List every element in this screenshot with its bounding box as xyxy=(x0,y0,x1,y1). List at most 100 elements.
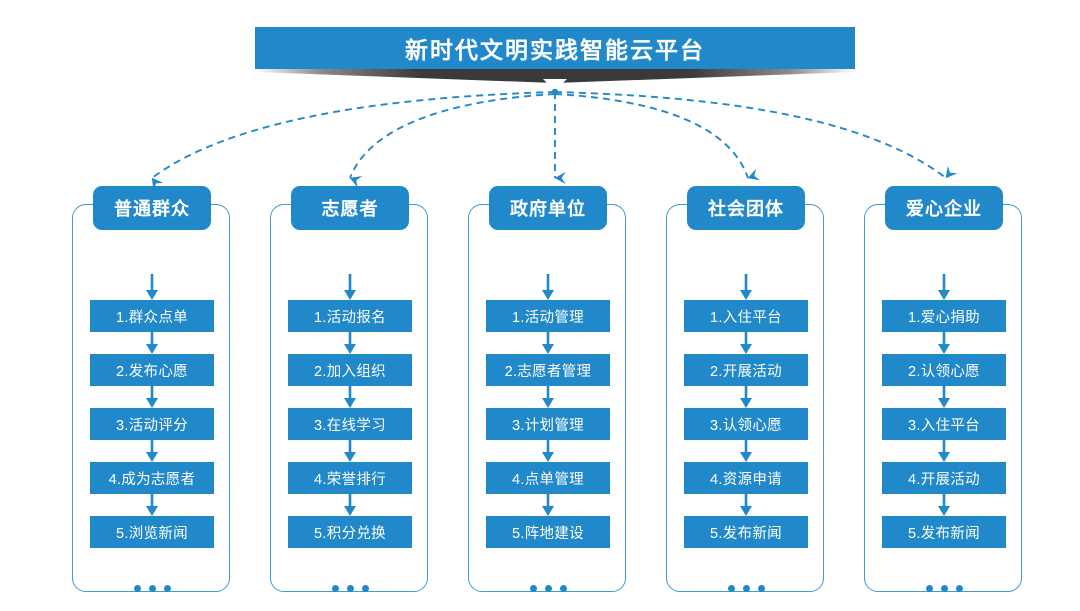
item-label: 4.荣誉排行 xyxy=(314,471,386,488)
connector-to-column-2 xyxy=(349,93,556,188)
item-label: 2.志愿者管理 xyxy=(504,363,592,380)
platform-title-banner: 新时代文明实践智能云平台 xyxy=(255,27,855,91)
list-item[interactable]: 1.群众点单 xyxy=(90,300,214,332)
more-items-indicator xyxy=(684,568,808,608)
arrow-down-icon xyxy=(146,494,158,516)
arrow-down-icon xyxy=(938,332,950,354)
list-item[interactable]: 5.浏览新闻 xyxy=(90,516,214,548)
item-label: 1.活动报名 xyxy=(314,309,386,326)
column-header-label: 爱心企业 xyxy=(906,199,982,219)
list-item[interactable]: 1.入住平台 xyxy=(684,300,808,332)
column-header-2[interactable]: 政府单位 xyxy=(489,186,607,230)
item-label: 2.加入组织 xyxy=(314,363,386,380)
list-item[interactable]: 3.活动评分 xyxy=(90,408,214,440)
arrow-down-icon xyxy=(146,386,158,408)
column-header-1[interactable]: 志愿者 xyxy=(291,186,409,230)
arrow-down-icon xyxy=(938,494,950,516)
list-item[interactable]: 3.认领心愿 xyxy=(684,408,808,440)
list-item[interactable]: 1.活动管理 xyxy=(486,300,610,332)
column-header-0[interactable]: 普通群众 xyxy=(93,186,211,230)
item-label: 3.入住平台 xyxy=(908,417,980,434)
list-item[interactable]: 3.入住平台 xyxy=(882,408,1006,440)
arrow-down-icon xyxy=(146,274,158,300)
list-item[interactable]: 2.加入组织 xyxy=(288,354,412,386)
role-column-志愿者: 志愿者 1.活动报名 2.加入组织 xyxy=(270,186,430,594)
arrow-down-icon xyxy=(542,494,554,516)
arrow-down-icon xyxy=(740,494,752,516)
dot xyxy=(361,584,369,592)
item-label: 5.阵地建设 xyxy=(512,525,584,542)
arrow-down-icon xyxy=(740,440,752,462)
list-item[interactable]: 1.活动报名 xyxy=(288,300,412,332)
list-item[interactable]: 4.开展活动 xyxy=(882,462,1006,494)
list-item[interactable]: 5.发布新闻 xyxy=(882,516,1006,548)
column-header-label: 政府单位 xyxy=(510,199,586,219)
more-items-indicator xyxy=(90,568,214,608)
role-column-政府单位: 政府单位 1.活动管理 2.志愿者管理 xyxy=(468,186,628,594)
arrow-down-icon xyxy=(938,274,950,300)
arrow-down-icon xyxy=(938,440,950,462)
arrow-down-icon xyxy=(344,332,356,354)
item-label: 4.开展活动 xyxy=(908,471,980,488)
role-column-爱心企业: 爱心企业 1.爱心捐助 2.认领心愿 xyxy=(864,186,1024,594)
list-item[interactable]: 5.发布新闻 xyxy=(684,516,808,548)
dot xyxy=(955,584,963,592)
arrow-down-icon xyxy=(542,332,554,354)
role-column-社会团体: 社会团体 1.入住平台 2.开展活动 xyxy=(666,186,826,594)
list-item[interactable]: 4.成为志愿者 xyxy=(90,462,214,494)
list-item[interactable]: 5.阵地建设 xyxy=(486,516,610,548)
list-item[interactable]: 3.在线学习 xyxy=(288,408,412,440)
dot xyxy=(148,584,156,592)
item-label: 3.活动评分 xyxy=(116,417,188,434)
item-label: 2.发布心愿 xyxy=(116,363,188,380)
list-item[interactable]: 2.开展活动 xyxy=(684,354,808,386)
connector-to-column-4 xyxy=(554,93,761,181)
list-item[interactable]: 3.计划管理 xyxy=(486,408,610,440)
arrow-down-icon xyxy=(146,332,158,354)
column-header-4[interactable]: 爱心企业 xyxy=(885,186,1003,230)
column-items: 1.群众点单 2.发布心愿 3.活动评分 xyxy=(90,274,214,608)
column-header-3[interactable]: 社会团体 xyxy=(687,186,805,230)
column-items: 1.入住平台 2.开展活动 3.认领心愿 xyxy=(684,274,808,608)
column-items: 1.爱心捐助 2.认领心愿 3.入住平台 xyxy=(882,274,1006,608)
dot xyxy=(346,584,354,592)
item-label: 3.在线学习 xyxy=(314,417,386,434)
column-header-label: 志愿者 xyxy=(321,199,379,219)
arrow-down-icon xyxy=(542,274,554,300)
dot xyxy=(727,584,735,592)
item-label: 5.发布新闻 xyxy=(710,525,782,542)
arrow-down-icon xyxy=(542,386,554,408)
list-item[interactable]: 2.认领心愿 xyxy=(882,354,1006,386)
item-label: 3.计划管理 xyxy=(512,417,584,434)
item-label: 1.活动管理 xyxy=(512,309,584,326)
arrow-down-icon xyxy=(542,440,554,462)
more-items-indicator xyxy=(486,568,610,608)
item-label: 1.入住平台 xyxy=(710,309,782,326)
dot xyxy=(742,584,750,592)
list-item[interactable]: 1.爱心捐助 xyxy=(882,300,1006,332)
list-item[interactable]: 5.积分兑换 xyxy=(288,516,412,548)
item-label: 5.积分兑换 xyxy=(314,525,386,542)
dot xyxy=(940,584,948,592)
list-item[interactable]: 2.发布心愿 xyxy=(90,354,214,386)
item-label: 2.认领心愿 xyxy=(908,363,980,380)
role-columns: 普通群众 1.群众点单 2.发布心愿 xyxy=(0,186,1080,598)
list-item[interactable]: 4.荣誉排行 xyxy=(288,462,412,494)
item-label: 1.爱心捐助 xyxy=(908,309,980,326)
arrow-down-icon xyxy=(344,386,356,408)
more-items-indicator xyxy=(882,568,1006,608)
column-header-label: 普通群众 xyxy=(114,199,190,219)
item-label: 1.群众点单 xyxy=(116,309,188,326)
arrow-down-icon xyxy=(344,494,356,516)
list-item[interactable]: 4.点单管理 xyxy=(486,462,610,494)
connector-to-column-5 xyxy=(554,91,958,179)
list-item[interactable]: 4.资源申请 xyxy=(684,462,808,494)
arrow-down-icon xyxy=(146,440,158,462)
list-item[interactable]: 2.志愿者管理 xyxy=(486,354,610,386)
item-label: 4.点单管理 xyxy=(512,471,584,488)
item-label: 5.浏览新闻 xyxy=(116,525,188,542)
item-label: 4.资源申请 xyxy=(710,471,782,488)
arrow-down-icon xyxy=(740,332,752,354)
dot xyxy=(529,584,537,592)
